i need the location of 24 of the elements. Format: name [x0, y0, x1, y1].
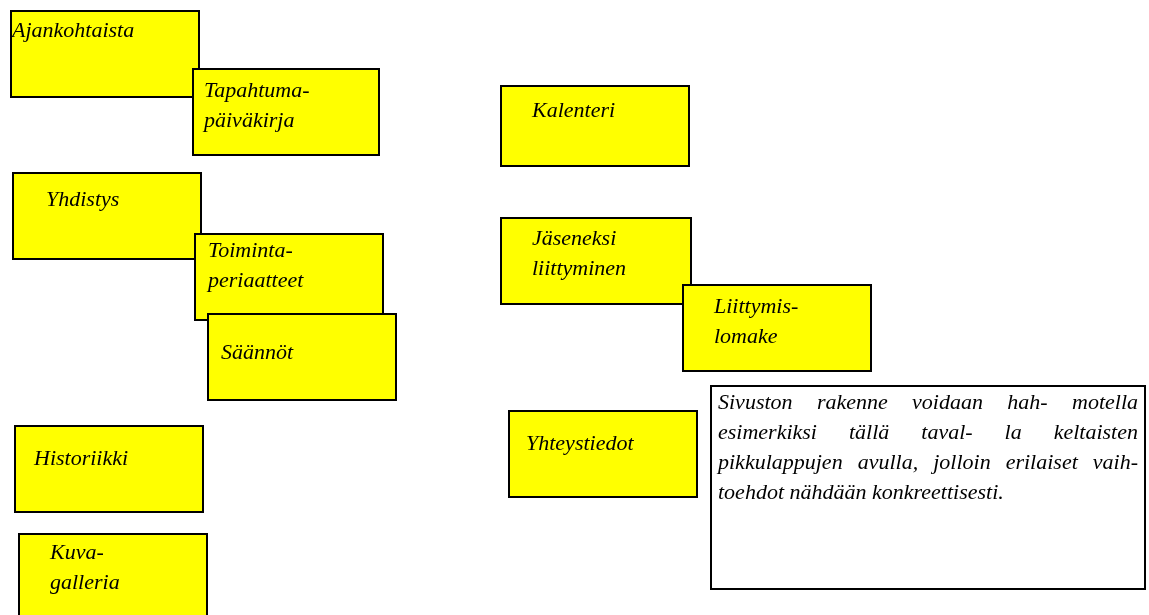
sticky-note: [18, 533, 208, 615]
note-text: Tapahtuma- päiväkirja: [204, 76, 311, 134]
note-text: Kalenteri: [532, 96, 617, 124]
note-text: Sivuston rakenne voidaan hah- motella esimerkiksi tällä taval- la keltaisten pikkulappujen avulla, jolloin erilaiset vaih- toehdot nähdään konkreettisesti.: [718, 388, 1138, 506]
text-note: [710, 385, 1146, 590]
sticky-note: [500, 217, 692, 305]
sticky-note: [192, 68, 380, 156]
sticky-note: [500, 85, 690, 167]
note-text: Jäseneksi liittyminen: [532, 224, 628, 282]
sticky-note: [14, 425, 204, 513]
note-text: Yhteystiedot: [526, 429, 635, 457]
note-text: Liittymis- lomake: [714, 292, 800, 350]
note-text: Säännöt: [221, 338, 295, 366]
sticky-note: [10, 10, 200, 98]
sticky-note: [12, 172, 202, 260]
note-text: Yhdistys: [46, 185, 121, 213]
note-text: Historiikki: [34, 444, 130, 472]
note-text: Kuva- galleria: [50, 538, 121, 596]
sticky-note: [508, 410, 698, 498]
sticky-note: [194, 233, 384, 321]
sticky-note: [682, 284, 872, 372]
note-text: Toiminta- periaatteet: [208, 236, 305, 294]
note-text: Ajankohtaista: [12, 16, 136, 44]
sticky-note: [207, 313, 397, 401]
